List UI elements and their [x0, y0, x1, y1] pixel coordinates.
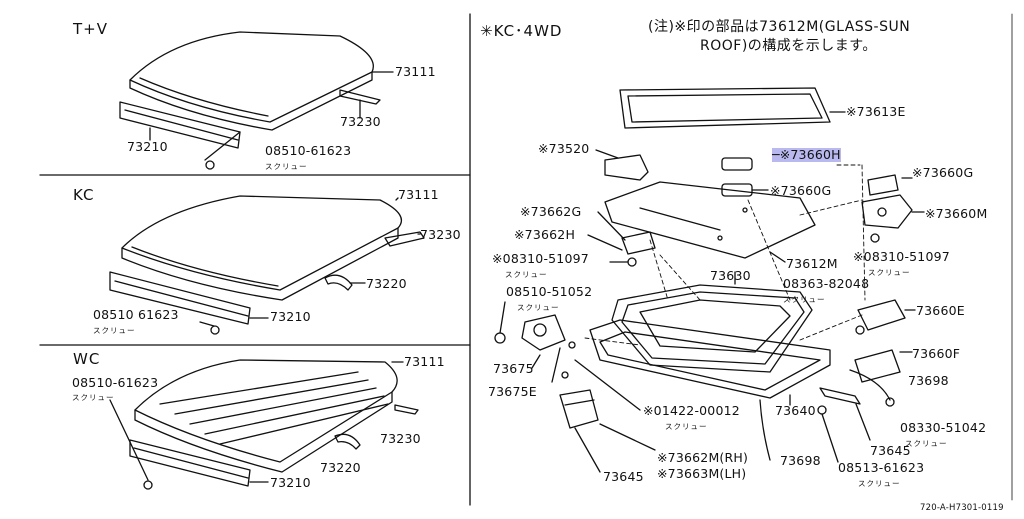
screw-08363 [855, 325, 865, 335]
label-73613E: ※73613E [846, 104, 906, 119]
label-kc-screw-sub: スクリュー [93, 326, 136, 335]
note-line-1: (注)※印の部品は73612M(GLASS-SUN [648, 19, 911, 35]
label-73663M: ※73663M(LH) [657, 466, 747, 481]
label-01422: ※01422-00012 [643, 403, 740, 418]
wc-screw [143, 480, 153, 490]
label-73660E: 73660E [916, 303, 965, 318]
label-73675: 73675 [493, 361, 534, 376]
kc-trim-73230 [384, 231, 425, 247]
screw-08510 [494, 332, 506, 344]
label-73612M: 73612M [786, 256, 838, 271]
label-kc-screw: 08510 61623 [93, 307, 179, 322]
label-kc-73111: 73111 [398, 187, 439, 202]
seal-73613E [619, 87, 846, 129]
part-73660G-b [867, 174, 899, 196]
label-08310-a: ※08310-51097 [492, 251, 589, 266]
guide-73645b [819, 387, 861, 405]
label-73660F: 73660F [912, 346, 961, 361]
label-wc-73220: 73220 [320, 460, 361, 475]
label-73662G: ※73662G [520, 204, 582, 219]
note-line-2: ROOF)の構成を示します。 [700, 38, 877, 54]
label-kc-73220: 73220 [366, 276, 407, 291]
label-08363-sub: スクリュー [783, 295, 826, 304]
wc-trim-73230 [394, 404, 419, 415]
label-08310-b: ※08310-51097 [853, 249, 950, 264]
label-08310-b-sub: スクリュー [868, 268, 911, 277]
label-tv-screw: 08510-61623 [265, 143, 352, 158]
tv-roof-73111 [129, 31, 374, 131]
label-73675E: 73675E [488, 384, 537, 399]
tv-trim-73230 [339, 89, 381, 105]
part-73660E [857, 299, 916, 331]
label-73645-b: 73645 [870, 443, 911, 458]
kc-header-73210 [109, 271, 251, 325]
label-08363: 08363-82048 [783, 276, 870, 291]
tv-header-73210 [119, 101, 241, 161]
label-wc-screw-sub: スクリュー [72, 393, 115, 402]
label-08310-a-sub: スクリュー [505, 270, 548, 279]
wc-header-73210 [129, 439, 251, 487]
label-wc-73230: 73230 [380, 431, 421, 446]
label-08510-sub: スクリュー [517, 303, 560, 312]
label-73520: ※73520 [538, 141, 590, 156]
kc-trim-73220 [324, 274, 353, 291]
handle-73520 [595, 149, 649, 181]
tv-screw [205, 160, 215, 170]
part-73675E [568, 341, 576, 349]
label-73660H-highlighted[interactable]: ─※73660H [772, 147, 841, 162]
label-73662H: ※73662H [514, 227, 576, 242]
section-kc-title: KC [73, 186, 95, 204]
label-08513: 08513-61623 [838, 460, 925, 475]
screw-08310-a [627, 257, 637, 267]
label-73630: 73630 [710, 268, 751, 283]
label-73698-a: 73698 [780, 453, 821, 468]
label-wc-73210: 73210 [270, 475, 311, 490]
label-73660G-a: ※73660G [770, 183, 832, 198]
label-73660G-b: ※73660G [912, 165, 974, 180]
label-wc-screw: 08510-61623 [72, 375, 159, 390]
wc-trim-73220 [334, 433, 361, 450]
label-73640: 73640 [775, 403, 816, 418]
screw-08310-b [870, 233, 880, 243]
housing-73640 [589, 319, 831, 399]
label-08330: 08330-51042 [900, 420, 987, 435]
label-tv-screw-sub: スクリュー [265, 162, 308, 171]
section-kc4wd-title: ✳KC･4WD [480, 22, 563, 40]
label-tv-73210: 73210 [127, 139, 168, 154]
label-73645-a: 73645 [603, 469, 644, 484]
part-73660H [721, 157, 753, 171]
label-tv-73111: 73111 [395, 64, 436, 79]
label-wc-73111: 73111 [404, 354, 445, 369]
frame-73630 [611, 284, 813, 373]
bracket-73662M [559, 389, 599, 429]
part-73660M [861, 194, 913, 229]
part-73660F [854, 349, 913, 383]
bracket-73662G [597, 211, 656, 255]
label-73660M: ※73660M [925, 206, 988, 221]
screw-08513 [817, 405, 827, 415]
pipe-73698a [759, 399, 771, 461]
kc-screw [210, 325, 220, 335]
label-kc-73210: 73210 [270, 309, 311, 324]
section-tv-title: T+V [73, 20, 108, 38]
label-08510: 08510-51052 [506, 284, 593, 299]
label-73662M: ※73662M(RH) [657, 450, 749, 465]
pipe-73698b [849, 369, 891, 401]
glass-73612M [604, 181, 816, 263]
handle-73675 [521, 314, 566, 351]
label-73698-b: 73698 [908, 373, 949, 388]
label-kc-73230: 73230 [420, 227, 461, 242]
section-wc-title: WC [73, 350, 101, 368]
label-tv-73230: 73230 [340, 114, 381, 129]
screw-08330 [885, 397, 895, 407]
label-01422-sub: スクリュー [665, 422, 708, 431]
label-08513-sub: スクリュー [858, 479, 901, 488]
kc-roof-73111 [121, 195, 403, 301]
diagram-code: 720-A-H7301-0119 [920, 503, 1004, 513]
wc-roof-73111 [134, 359, 398, 473]
label-08330-sub: スクリュー [905, 439, 948, 448]
